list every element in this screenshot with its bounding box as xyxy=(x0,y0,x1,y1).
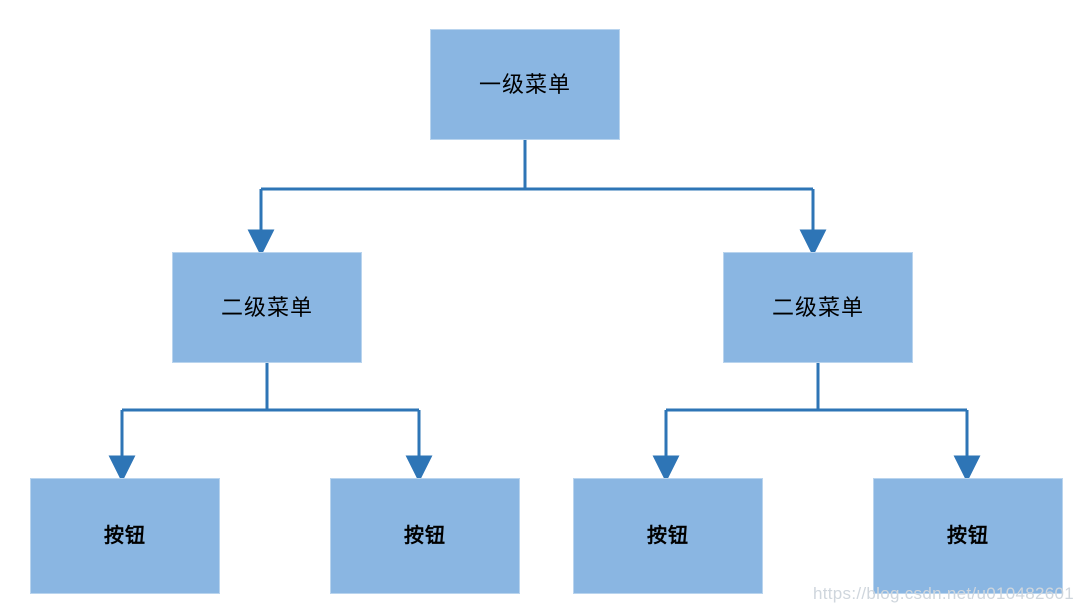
node-label: 按钮 xyxy=(104,525,146,547)
node-label: 二级菜单 xyxy=(771,294,864,320)
watermark-text: https://blog.csdn.net/u010482601 xyxy=(812,584,1074,603)
node-button-3[interactable]: 按钮 xyxy=(573,478,763,594)
node-button-4[interactable]: 按钮 xyxy=(873,478,1063,594)
node-button-1[interactable]: 按钮 xyxy=(30,478,220,594)
node-label: 二级菜单 xyxy=(220,294,313,320)
node-label: 按钮 xyxy=(647,525,689,547)
node-label: 一级菜单 xyxy=(478,71,571,97)
edge-sub-right-to-btn-4 xyxy=(818,408,981,483)
edge-sub-right-to-btn-3 xyxy=(652,363,820,483)
edge-sub-left-to-btn-1 xyxy=(108,363,269,483)
edge-root-to-sub-left xyxy=(247,140,527,257)
node-label: 按钮 xyxy=(947,525,989,547)
node-button-2[interactable]: 按钮 xyxy=(330,478,520,594)
node-label: 按钮 xyxy=(404,525,446,547)
edge-sub-left-to-btn-2 xyxy=(267,408,433,483)
edge-root-to-sub-right xyxy=(525,187,827,257)
node-level2-left[interactable]: 二级菜单 xyxy=(172,252,362,363)
node-level1-root[interactable]: 一级菜单 xyxy=(430,29,620,140)
node-level2-right[interactable]: 二级菜单 xyxy=(723,252,913,363)
